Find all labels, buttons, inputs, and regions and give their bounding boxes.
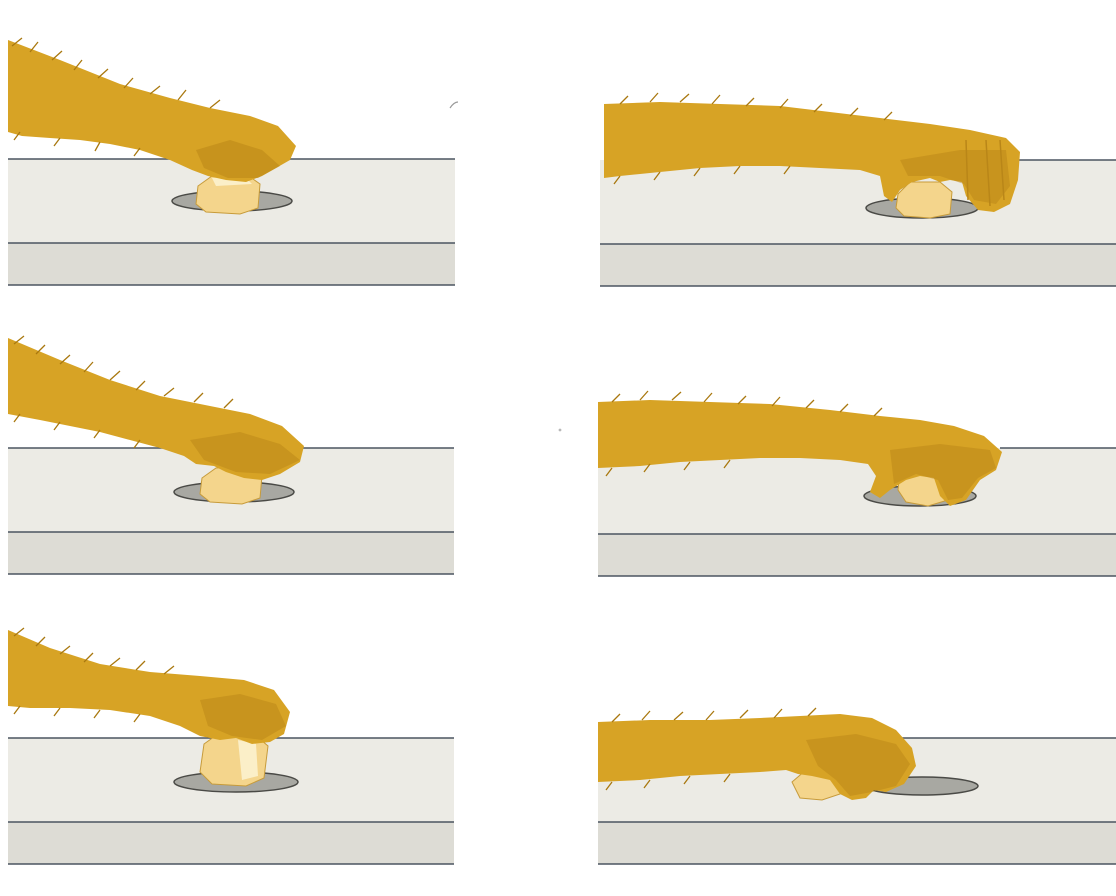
board-front-face (600, 244, 1116, 286)
board-front-face (598, 534, 1116, 576)
board-front-face (8, 532, 454, 574)
board-front-face (598, 822, 1116, 864)
food-pellet-icon (896, 182, 952, 218)
board-front-face (8, 822, 454, 864)
scan-mark (559, 429, 562, 432)
board-front-face (8, 243, 455, 285)
board-top-surface (600, 160, 1116, 244)
